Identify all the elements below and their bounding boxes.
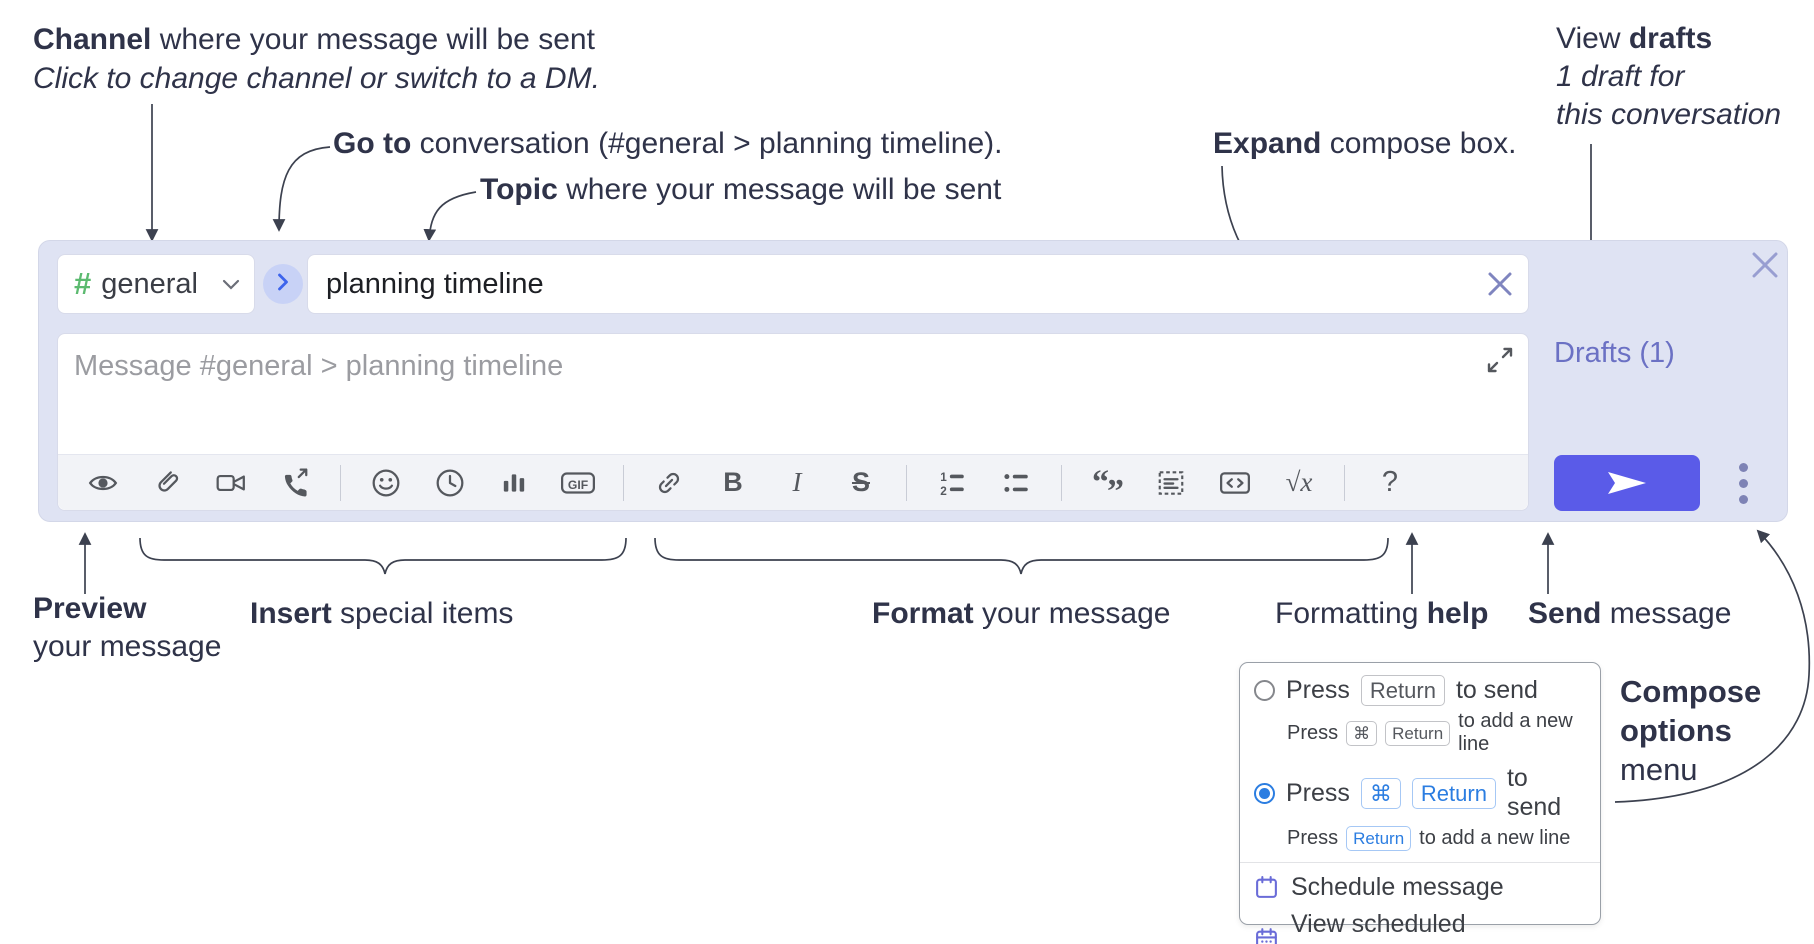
- topic-input-wrap: [307, 254, 1529, 314]
- compose-options-button[interactable]: [1729, 459, 1757, 507]
- video-camera-icon: [216, 474, 245, 491]
- callout-topic: Topic where your message will be sent: [480, 173, 1002, 206]
- radio-selected-icon[interactable]: [1254, 782, 1275, 804]
- quote-icon: “”: [1092, 463, 1124, 510]
- ellipsis-dot: [1738, 494, 1748, 504]
- kbd-cmd: ⌘: [1360, 777, 1401, 809]
- kbd-return: Return: [1360, 675, 1445, 706]
- poll-button[interactable]: [495, 463, 533, 503]
- clock-icon: [436, 469, 464, 496]
- code-button[interactable]: [1216, 463, 1254, 503]
- enter-sends-hint: Press ⌘ Return to add a new line: [1287, 710, 1573, 755]
- expand-compose-icon[interactable]: [1484, 344, 1516, 376]
- toolbar-divider: [1344, 464, 1345, 501]
- bar-chart-icon: [503, 473, 525, 492]
- strikethrough-button[interactable]: S: [851, 467, 870, 497]
- callout-expand: Expand compose box.: [1213, 127, 1517, 160]
- enter-sends-option[interactable]: Press Return to send: [1240, 672, 1600, 709]
- chevron-right-icon: [277, 273, 289, 296]
- callout-channel: Channel where your message will be sent …: [33, 23, 600, 95]
- svg-text:2: 2: [940, 484, 947, 497]
- bulleted-list-icon: [1004, 473, 1028, 492]
- italic-button[interactable]: I: [792, 467, 802, 497]
- compose-box: # general: [38, 240, 1788, 522]
- svg-text:1: 1: [940, 470, 947, 483]
- calendar-icon: [1256, 876, 1277, 898]
- quote-button[interactable]: “”: [1088, 463, 1126, 510]
- channel-selector[interactable]: # general: [57, 254, 255, 314]
- svg-text:GIF: GIF: [568, 477, 588, 491]
- drafts-link[interactable]: Drafts (1): [1554, 337, 1675, 369]
- emoji-button[interactable]: [367, 463, 405, 503]
- formatting-help-button[interactable]: ?: [1381, 466, 1399, 498]
- view-scheduled-messages-item[interactable]: View scheduled messages: [1240, 906, 1600, 944]
- toolbar-divider: [340, 464, 341, 501]
- go-to-conversation-button[interactable]: [263, 264, 303, 304]
- preview-button[interactable]: [84, 463, 122, 503]
- kbd-return: Return: [1346, 826, 1412, 851]
- code-icon: [1220, 471, 1250, 494]
- global-time-button[interactable]: [431, 463, 469, 503]
- callout-send: Send message: [1528, 597, 1732, 630]
- video-call-button[interactable]: [212, 463, 250, 503]
- link-button[interactable]: [650, 463, 688, 503]
- toolbar-divider: [906, 464, 907, 501]
- radio-unselected-icon[interactable]: [1254, 680, 1275, 701]
- kbd-return: Return: [1411, 777, 1496, 809]
- kbd-cmd: ⌘: [1346, 720, 1378, 746]
- callout-compose-options: Compose options menu: [1620, 674, 1762, 787]
- cmd-enter-sends-option[interactable]: Press ⌘ Return to send: [1240, 761, 1600, 825]
- ellipsis-dot: [1738, 462, 1748, 472]
- close-compose-icon[interactable]: [1745, 245, 1785, 285]
- schedule-message-item[interactable]: Schedule message: [1240, 869, 1600, 906]
- bulleted-list-button[interactable]: [997, 463, 1035, 503]
- link-icon: [658, 472, 680, 493]
- gif-icon: GIF: [561, 471, 595, 494]
- callout-preview: Preview your message: [33, 592, 222, 663]
- callout-goto: Go to conversation (#general > planning …: [333, 127, 1003, 160]
- send-button[interactable]: [1554, 455, 1700, 511]
- chevron-down-icon: [222, 279, 240, 290]
- ellipsis-dot: [1738, 478, 1748, 488]
- paperclip-icon: [158, 470, 179, 492]
- math-button[interactable]: √x: [1285, 467, 1313, 497]
- kbd-return: Return: [1385, 720, 1451, 746]
- channel-hash-icon: #: [74, 266, 92, 301]
- compose-options-menu: Press Return to send Press ⌘ Return to a…: [1239, 662, 1601, 944]
- bold-button[interactable]: B: [723, 467, 743, 497]
- channel-name: general: [101, 267, 198, 300]
- smiley-icon: [372, 469, 400, 496]
- toolbar-divider: [623, 464, 624, 501]
- callout-formatting-help: Formatting help: [1275, 597, 1489, 630]
- callout-view-drafts: View drafts 1 draft for this conversatio…: [1556, 22, 1782, 131]
- menu-divider: [1240, 862, 1600, 863]
- spoiler-button[interactable]: [1152, 463, 1190, 503]
- topic-input[interactable]: [307, 254, 1529, 314]
- message-box: GIF B I S 12 “”: [57, 333, 1529, 511]
- gif-button[interactable]: GIF: [559, 463, 597, 503]
- spoiler-icon: [1158, 470, 1184, 495]
- attach-file-button[interactable]: [148, 463, 186, 503]
- calendar-dots-icon: [1256, 927, 1277, 944]
- eye-icon: [88, 475, 118, 490]
- paper-plane-icon: [1608, 472, 1646, 494]
- audio-call-button[interactable]: [276, 463, 314, 503]
- callout-format: Format your message: [872, 597, 1171, 630]
- toolbar-divider: [1061, 464, 1062, 501]
- message-input[interactable]: [58, 334, 1528, 452]
- clear-topic-icon[interactable]: [1483, 267, 1517, 301]
- cmd-enter-sends-hint: Press Return to add a new line: [1287, 826, 1571, 851]
- phone-call-icon: [284, 467, 308, 497]
- callout-insert: Insert special items: [250, 597, 514, 630]
- numbered-list-icon: 12: [940, 470, 964, 497]
